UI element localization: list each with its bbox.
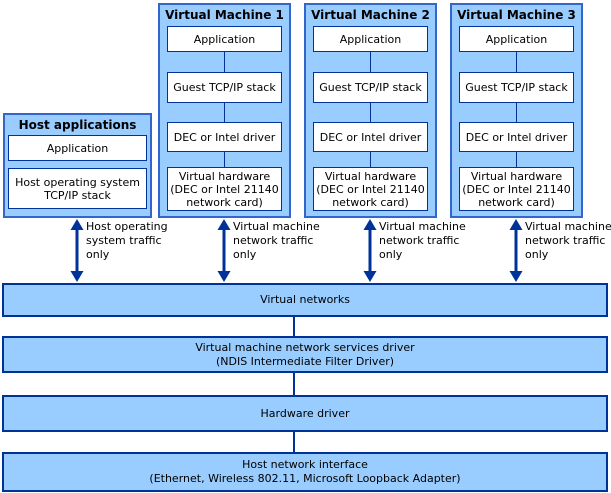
virtual-networks-bar: Virtual networks <box>2 283 608 317</box>
vm1-virtual-hardware-box: Virtual hardware (DEC or Intel 21140 net… <box>167 167 282 211</box>
host-traffic-arrow-label: Host operating system traffic only <box>86 220 168 261</box>
vm1-application-box: Application <box>167 26 282 52</box>
vm3-traffic-arrow-icon <box>509 219 523 282</box>
hardware-driver-bar: Hardware driver <box>2 395 608 432</box>
vm3-driver-box: DEC or Intel driver <box>459 122 574 152</box>
host-tcpip-stack-box: Host operating system TCP/IP stack <box>8 168 147 209</box>
vm2-traffic-arrow-icon <box>363 219 377 282</box>
virtual-machine-3-panel: Virtual Machine 3 Application Guest TCP/… <box>450 3 583 218</box>
bar-connector-line <box>293 317 295 336</box>
vm2-title: Virtual Machine 2 <box>311 8 430 22</box>
vm2-traffic-arrow-label: Virtual machine network traffic only <box>379 220 466 261</box>
vm3-title: Virtual Machine 3 <box>457 8 576 22</box>
vm1-guest-tcpip-box: Guest TCP/IP stack <box>167 72 282 103</box>
vm2-virtual-hardware-box: Virtual hardware (DEC or Intel 21140 net… <box>313 167 428 211</box>
vm2-guest-tcpip-box: Guest TCP/IP stack <box>313 72 428 103</box>
vm1-traffic-arrow-icon <box>217 219 231 282</box>
virtual-machine-2-panel: Virtual Machine 2 Application Guest TCP/… <box>304 3 437 218</box>
vm3-traffic-arrow-label: Virtual machine network traffic only <box>525 220 611 261</box>
vm3-connector-line <box>516 103 517 122</box>
virtual-machine-1-panel: Virtual Machine 1 Application Guest TCP/… <box>158 3 291 218</box>
vm1-traffic-arrow-label: Virtual machine network traffic only <box>233 220 320 261</box>
host-applications-panel: Host applications Application Host opera… <box>3 113 152 218</box>
vm2-driver-box: DEC or Intel driver <box>313 122 428 152</box>
vm2-connector-line <box>370 52 371 72</box>
vm1-connector-line <box>224 152 225 167</box>
vm2-application-box: Application <box>313 26 428 52</box>
vm3-application-box: Application <box>459 26 574 52</box>
vm2-connector-line <box>370 152 371 167</box>
vm3-virtual-hardware-box: Virtual hardware (DEC or Intel 21140 net… <box>459 167 574 211</box>
vm1-connector-line <box>224 52 225 72</box>
vm3-guest-tcpip-box: Guest TCP/IP stack <box>459 72 574 103</box>
host-panel-title: Host applications <box>18 118 137 132</box>
vm1-driver-box: DEC or Intel driver <box>167 122 282 152</box>
host-application-box: Application <box>8 135 147 161</box>
host-network-interface-bar: Host network interface (Ethernet, Wirele… <box>2 452 608 492</box>
host-traffic-arrow-icon <box>70 219 84 282</box>
bar-connector-line <box>293 432 295 452</box>
vm3-connector-line <box>516 52 517 72</box>
vm1-connector-line <box>224 103 225 122</box>
vm2-connector-line <box>370 103 371 122</box>
network-services-driver-bar: Virtual machine network services driver … <box>2 336 608 373</box>
vm1-title: Virtual Machine 1 <box>165 8 284 22</box>
bar-connector-line <box>293 373 295 395</box>
vm3-connector-line <box>516 152 517 167</box>
